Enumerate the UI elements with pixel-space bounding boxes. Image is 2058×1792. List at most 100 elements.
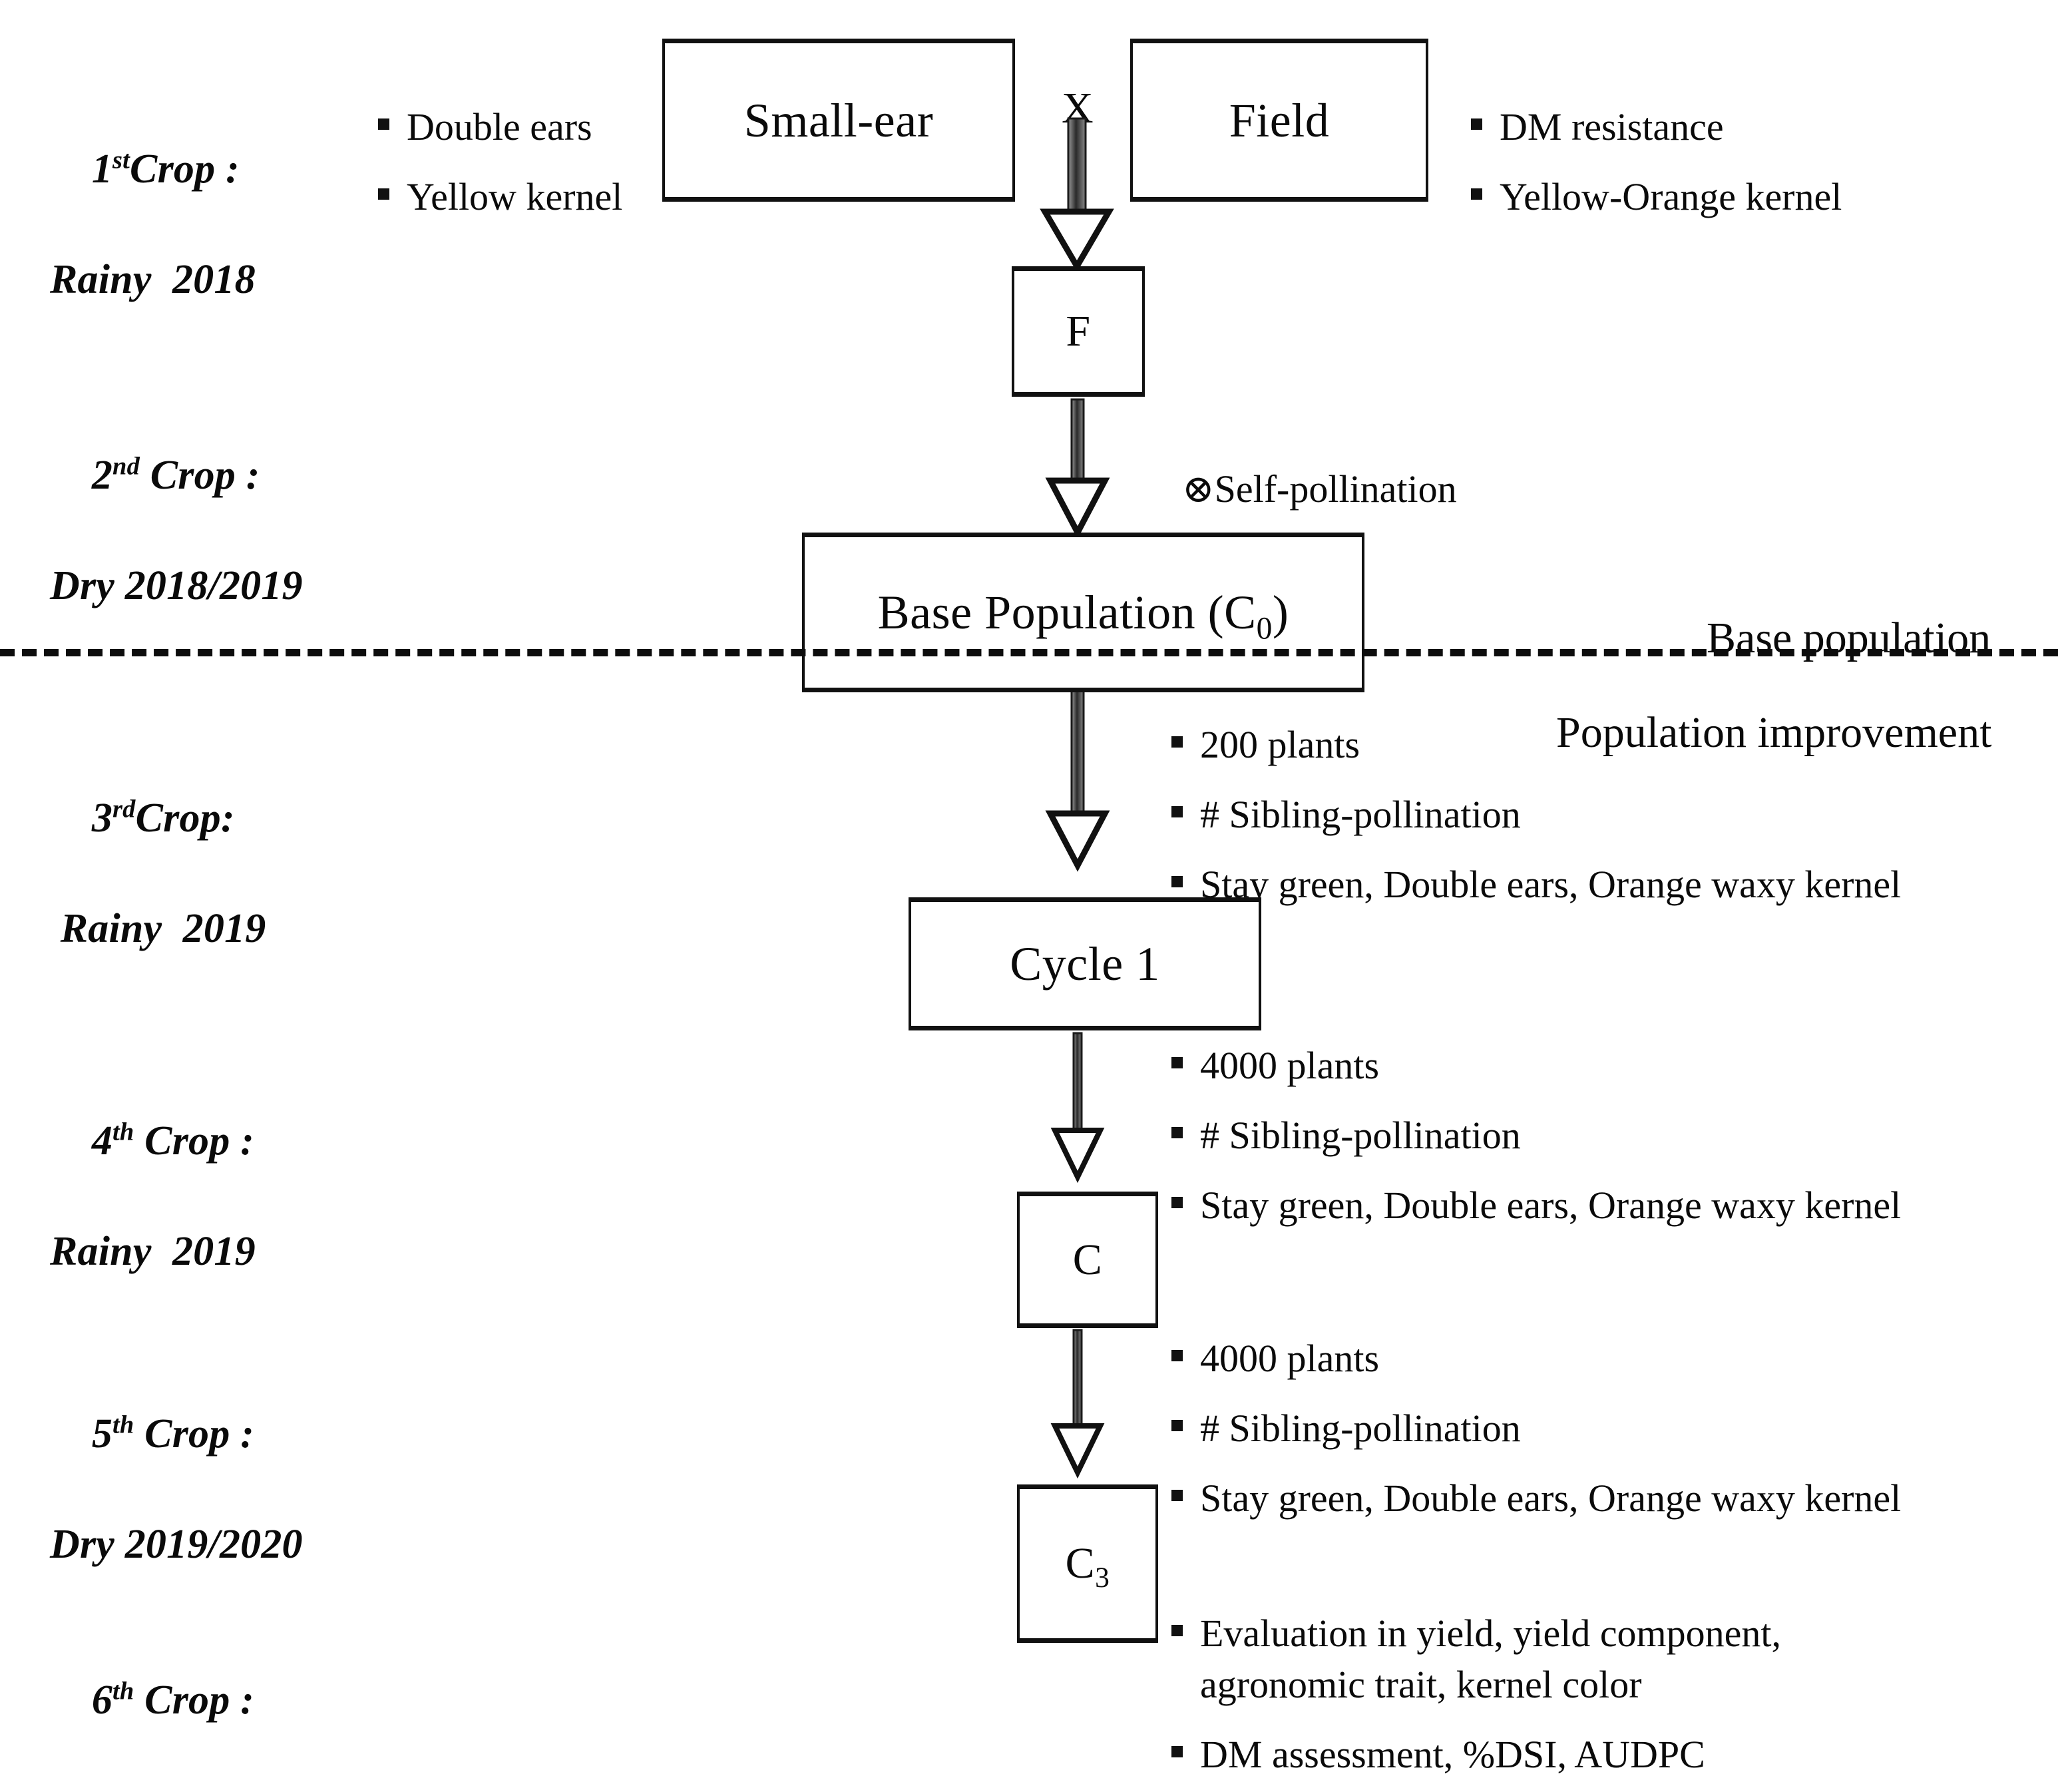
traits-evaluation: Evaluation in yield, yield component, ag… — [1171, 1608, 2030, 1780]
node-cycle1[interactable]: Cycle 1 — [909, 897, 1261, 1030]
bullet-square-icon — [1171, 806, 1183, 818]
node-base-population[interactable]: Base Population (C0) — [802, 533, 1364, 692]
stage-label-crop2: 2nd Crop : Dry 2018/2019 — [50, 393, 303, 724]
node-c3[interactable]: C3 — [1017, 1484, 1158, 1643]
bullet-square-icon — [378, 188, 389, 200]
stage-ordinal: 1 — [91, 146, 113, 192]
trait-text: 200 plants — [1200, 723, 1360, 766]
trait-text: Yellow kernel — [407, 175, 623, 219]
trait-text: 4000 plants — [1200, 1337, 1380, 1380]
node-label: Small-ear — [743, 93, 934, 147]
bullet-square-icon — [1171, 1746, 1183, 1758]
bullet-square-icon — [378, 118, 389, 130]
traits-c3-inputs: 4000 plants # Sibling-pollination Stay g… — [1171, 1333, 2030, 1524]
trait-text: DM assessment, %DSI, AUDPC — [1200, 1733, 1705, 1777]
self-pollination-text: ⊗Self-pollination — [1182, 467, 1457, 511]
stage-label-rest: Crop : — [134, 1678, 254, 1723]
stage-label-rest: Crop : — [130, 146, 240, 192]
node-label: F — [1066, 307, 1091, 355]
list-item: Yellow-Orange kernel — [1471, 171, 2003, 222]
list-item: Evaluation in yield, yield component, ag… — [1171, 1608, 2030, 1710]
node-label: Cycle 1 — [1010, 937, 1160, 991]
arrow-cross-to-f1 — [1040, 117, 1114, 272]
node-parent-small-ear[interactable]: Small-ear — [662, 39, 1015, 202]
traits-parent-right: DM resistance Yellow-Orange kernel — [1471, 101, 2003, 222]
stage-ordinal-suffix: th — [112, 1118, 134, 1146]
bullet-square-icon — [1171, 1127, 1183, 1139]
stage-label-crop4: 4th Crop : Rainy 2019 — [50, 1058, 256, 1390]
stage-season: Rainy 2018 — [50, 257, 256, 303]
stage-label-crop5: 5th Crop : Dry 2019/2020 — [50, 1351, 303, 1683]
stage-label-crop1: 1stCrop : Rainy 2018 — [50, 87, 256, 418]
node-f1[interactable]: F — [1012, 266, 1145, 397]
node-label: C — [1072, 1235, 1103, 1284]
bullet-square-icon — [1171, 1625, 1183, 1636]
section-divider-dashed — [0, 649, 2058, 656]
bullet-square-icon — [1171, 736, 1183, 748]
arrow-base-population-to-cycle1 — [1045, 690, 1110, 872]
stage-ordinal-suffix: th — [112, 1677, 134, 1705]
traits-c2-inputs: 4000 plants # Sibling-pollination Stay g… — [1171, 1040, 2030, 1231]
trait-text: Stay green, Double ears, Orange waxy ker… — [1200, 1476, 1902, 1520]
node-label-main: Base Population (C — [877, 586, 1257, 639]
self-pollination-note: ⊗Self-pollination — [1143, 431, 1457, 547]
node-c2[interactable]: C — [1017, 1192, 1158, 1328]
node-label-main: C — [1065, 1539, 1096, 1588]
bullet-square-icon — [1471, 188, 1482, 200]
stage-ordinal: 5 — [91, 1411, 113, 1457]
node-label-subscript: 3 — [1095, 1562, 1110, 1594]
trait-text: DM resistance — [1500, 105, 1724, 148]
bullet-square-icon — [1171, 1420, 1183, 1432]
stage-ordinal-suffix: st — [112, 146, 130, 174]
stage-label-rest: Crop : — [134, 1118, 254, 1164]
stage-label-crop3: 3rdCrop: Rainy 2019 — [50, 736, 266, 1067]
list-item: 4000 plants — [1171, 1333, 2030, 1384]
bullet-square-icon — [1471, 118, 1482, 130]
stage-label-rest: Crop : — [140, 453, 260, 499]
trait-text: Evaluation in yield, yield component, ag… — [1200, 1612, 1782, 1707]
list-item: DM resistance — [1471, 101, 2003, 152]
list-item: # Sibling-pollination — [1171, 789, 2023, 840]
bullet-square-icon — [1171, 1057, 1183, 1068]
node-label: C3 — [1065, 1539, 1110, 1592]
trait-text: # Sibling-pollination — [1200, 1114, 1521, 1158]
stage-ordinal-suffix: rd — [112, 795, 136, 823]
node-label-close: ) — [1272, 586, 1289, 639]
arrow-f1-to-base-population — [1045, 398, 1110, 539]
stage-label-crop6: 6th Crop : Rainy 2020 — [50, 1618, 256, 1792]
stage-ordinal: 6 — [91, 1678, 113, 1723]
stage-label-rest: Crop : — [134, 1411, 254, 1457]
stage-season: Dry 2018/2019 — [50, 563, 303, 609]
list-item: Stay green, Double ears, Orange waxy ker… — [1171, 1472, 2030, 1524]
traits-cycle1-inputs: 200 plants # Sibling-pollination Stay gr… — [1171, 719, 2023, 910]
stage-ordinal-suffix: nd — [112, 452, 140, 481]
stage-ordinal: 2 — [91, 453, 113, 499]
bullet-square-icon — [1171, 1350, 1183, 1361]
stage-season: Rainy 2020 — [50, 1783, 256, 1792]
traits-parent-left: Double ears Yellow kernel — [378, 101, 644, 222]
arrow-cycle1-to-c2 — [1050, 1032, 1105, 1184]
list-item: Yellow kernel — [378, 171, 644, 222]
node-parent-field[interactable]: Field — [1130, 39, 1428, 202]
list-item: 200 plants — [1171, 719, 2023, 770]
list-item: Stay green, Double ears, Orange waxy ker… — [1171, 859, 2023, 910]
stage-season: Rainy 2019 — [50, 906, 266, 952]
trait-text: # Sibling-pollination — [1200, 793, 1521, 837]
stage-label-rest: Crop: — [135, 795, 235, 841]
bullet-square-icon — [1171, 876, 1183, 888]
side-label-text: Population improvement — [1556, 708, 1992, 757]
trait-text: Stay green, Double ears, Orange waxy ker… — [1200, 863, 1902, 907]
list-item: Double ears — [378, 101, 644, 152]
stage-season: Rainy 2019 — [50, 1229, 256, 1275]
list-item: Stay green, Double ears, Orange waxy ker… — [1171, 1180, 2030, 1231]
trait-text: Double ears — [407, 105, 592, 148]
list-item: DM assessment, %DSI, AUDPC — [1171, 1729, 2030, 1780]
stage-season: Dry 2019/2020 — [50, 1522, 303, 1568]
trait-text: Stay green, Double ears, Orange waxy ker… — [1200, 1184, 1902, 1228]
list-item: # Sibling-pollination — [1171, 1110, 2030, 1161]
node-label: Field — [1229, 93, 1330, 147]
node-label: Base Population (C0) — [877, 586, 1289, 644]
bullet-square-icon — [1171, 1197, 1183, 1209]
list-item: # Sibling-pollination — [1171, 1403, 2030, 1454]
